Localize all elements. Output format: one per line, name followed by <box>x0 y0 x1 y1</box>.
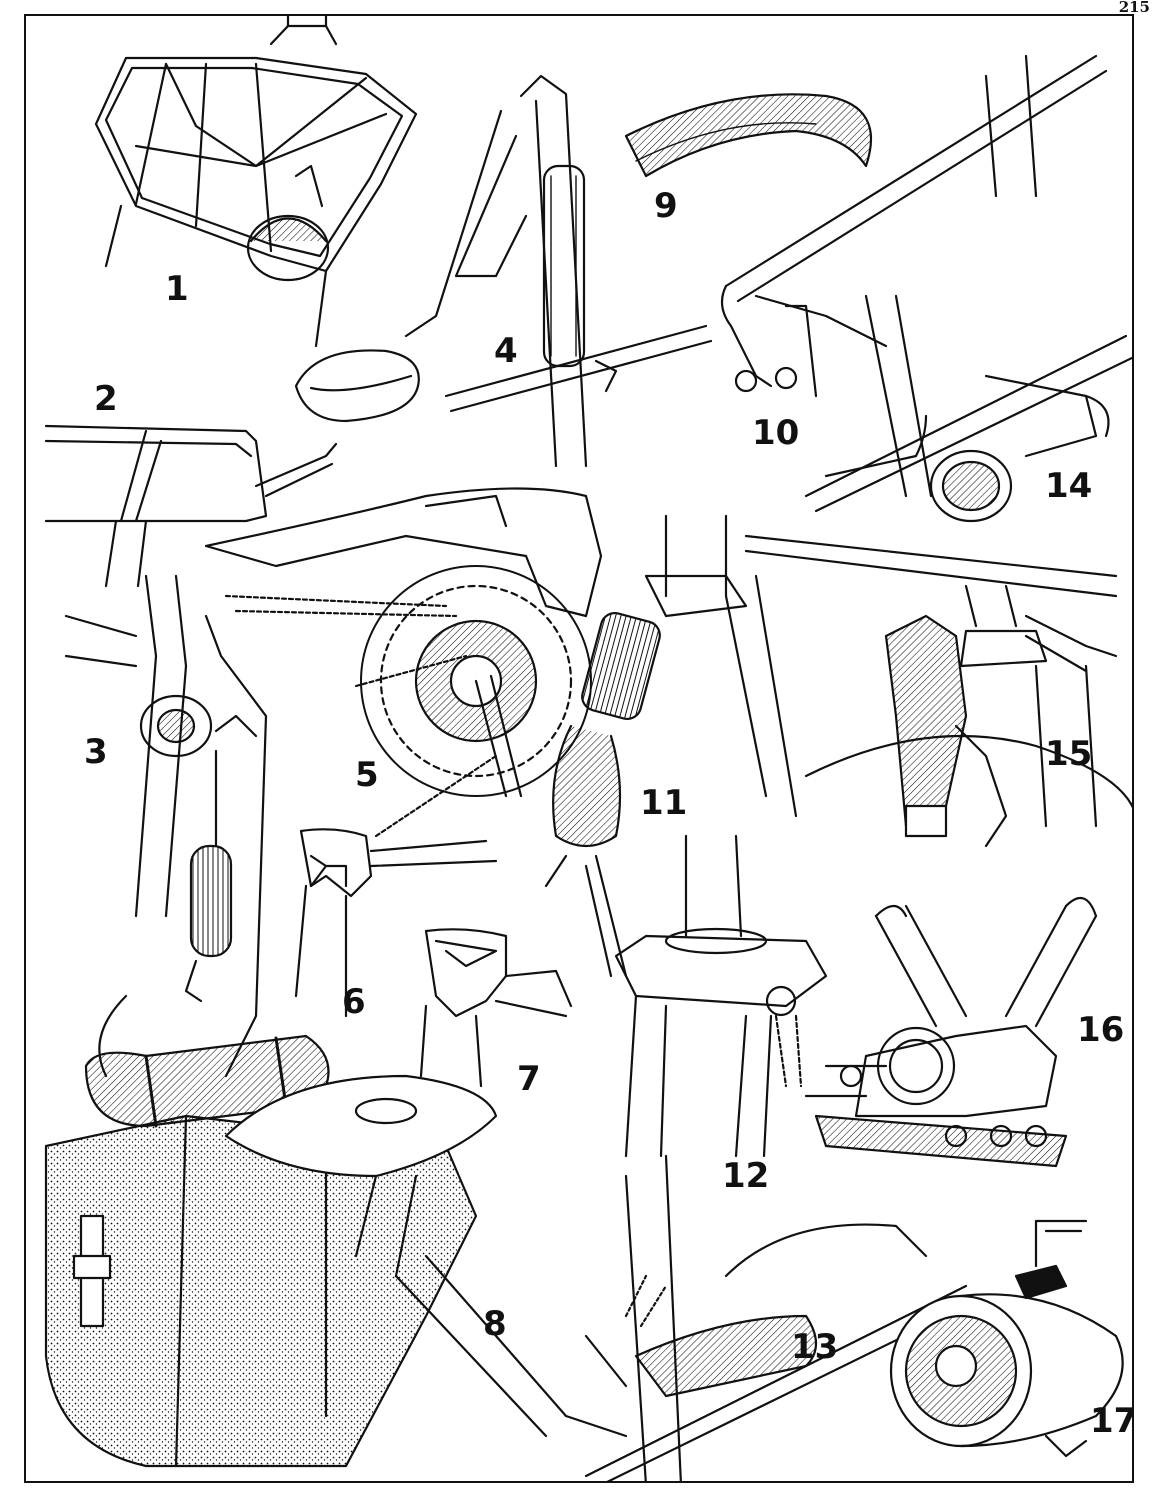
figure-number-15: 15 <box>1045 734 1093 774</box>
figure-15-drawing <box>804 584 1132 848</box>
figure-1-drawing <box>94 16 418 348</box>
figure-number-16: 16 <box>1077 1010 1125 1050</box>
figure-number-11: 11 <box>640 783 688 823</box>
page-number: 215 <box>1118 0 1150 16</box>
figure-5-drawing <box>204 487 603 838</box>
figure-number-6: 6 <box>342 982 366 1022</box>
figure-10-drawing <box>720 54 1108 398</box>
figure-11-drawing <box>544 514 1118 978</box>
figure-2-drawing <box>44 349 420 588</box>
figure-number-2: 2 <box>94 379 118 419</box>
figure-number-9: 9 <box>654 186 678 226</box>
figure-14-drawing <box>804 294 1132 523</box>
signature-mark <box>1034 1219 1088 1268</box>
figure-number-10: 10 <box>752 413 800 453</box>
figure-number-7: 7 <box>517 1059 541 1099</box>
figure-16-drawing <box>804 896 1098 1168</box>
figure-number-4: 4 <box>494 331 518 371</box>
figure-number-17: 17 <box>1090 1401 1134 1441</box>
figure-number-13: 13 <box>791 1327 839 1367</box>
figure-8-drawing <box>44 1034 568 1468</box>
figure-number-14: 14 <box>1045 466 1093 506</box>
figure-4-drawing <box>404 74 713 468</box>
figure-17-drawing <box>889 1264 1124 1458</box>
figure-number-1: 1 <box>165 269 189 309</box>
figure-12-drawing <box>614 834 828 1158</box>
plate-drawing <box>44 16 1132 1481</box>
figure-number-5: 5 <box>355 755 379 795</box>
figure-7-drawing <box>419 928 573 1088</box>
figure-6-drawing <box>294 828 498 1018</box>
figure-number-3: 3 <box>84 732 108 772</box>
illustration-plate: 1 2 3 4 5 6 7 8 9 10 11 12 13 14 15 16 1… <box>24 14 1134 1483</box>
figure-number-8: 8 <box>483 1304 507 1344</box>
figure-3-drawing <box>64 574 268 1078</box>
figure-number-12: 12 <box>722 1156 770 1196</box>
figure-9-drawing <box>624 93 873 178</box>
